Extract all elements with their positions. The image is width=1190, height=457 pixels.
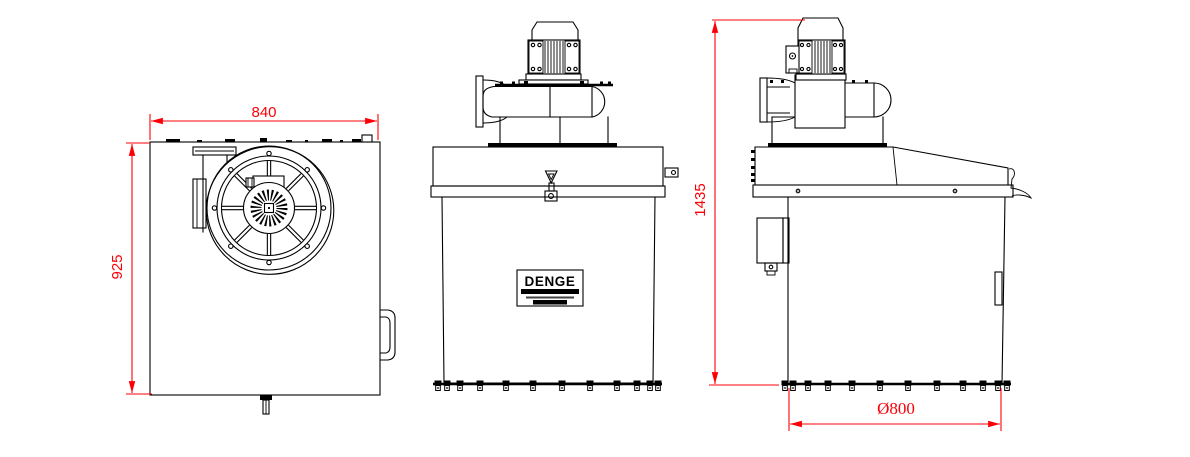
center-toggle-latch bbox=[544, 170, 558, 202]
dim-label-925: 925 bbox=[109, 254, 126, 279]
right-handle bbox=[994, 271, 1003, 306]
center-bag-clamps bbox=[433, 380, 662, 391]
right-filter-body bbox=[787, 196, 1006, 385]
center-top-cover bbox=[430, 146, 679, 202]
center-motor bbox=[518, 21, 589, 85]
right-bag-clamps bbox=[781, 380, 1011, 391]
hood-hook bbox=[1008, 168, 1033, 200]
right-control-box bbox=[756, 217, 790, 276]
right-pedestal bbox=[768, 116, 887, 147]
dimension-front-width: 840 bbox=[149, 104, 379, 140]
dim-label-840: 840 bbox=[251, 104, 276, 121]
right-motor bbox=[785, 17, 847, 81]
dim-label-800: Ø800 bbox=[877, 399, 915, 418]
right-motor-column bbox=[794, 74, 846, 129]
side-view-right: 1435 Ø800 bbox=[692, 17, 1033, 431]
brand-fineprint-bar bbox=[521, 289, 579, 294]
brand-phone-bar bbox=[533, 300, 567, 305]
center-pedestal bbox=[488, 116, 617, 147]
side-view-front: DENGE bbox=[430, 21, 679, 391]
dimension-side-height: 1435 bbox=[692, 19, 805, 386]
motor-fan-sunburst bbox=[250, 189, 288, 227]
center-side-latch bbox=[664, 167, 679, 178]
right-hood bbox=[751, 146, 1033, 200]
brand-text: DENGE bbox=[524, 274, 575, 289]
center-volute bbox=[475, 75, 613, 128]
right-volute bbox=[759, 77, 892, 123]
front-handle bbox=[380, 309, 396, 361]
front-drain-plug bbox=[260, 395, 272, 415]
front-view: 840 925 bbox=[109, 104, 396, 415]
dimension-bag-diameter: Ø800 bbox=[788, 388, 1002, 431]
front-blower bbox=[205, 145, 335, 275]
dimension-front-height: 925 bbox=[109, 142, 152, 395]
dim-label-1435: 1435 bbox=[692, 183, 709, 216]
front-top-clamps bbox=[166, 138, 361, 142]
hood-left-clamps bbox=[751, 150, 755, 182]
brand-label: DENGE bbox=[516, 269, 584, 307]
brand-fineprint-line bbox=[526, 296, 574, 299]
guard-bolts bbox=[211, 150, 327, 266]
front-corner-latch bbox=[361, 134, 373, 143]
